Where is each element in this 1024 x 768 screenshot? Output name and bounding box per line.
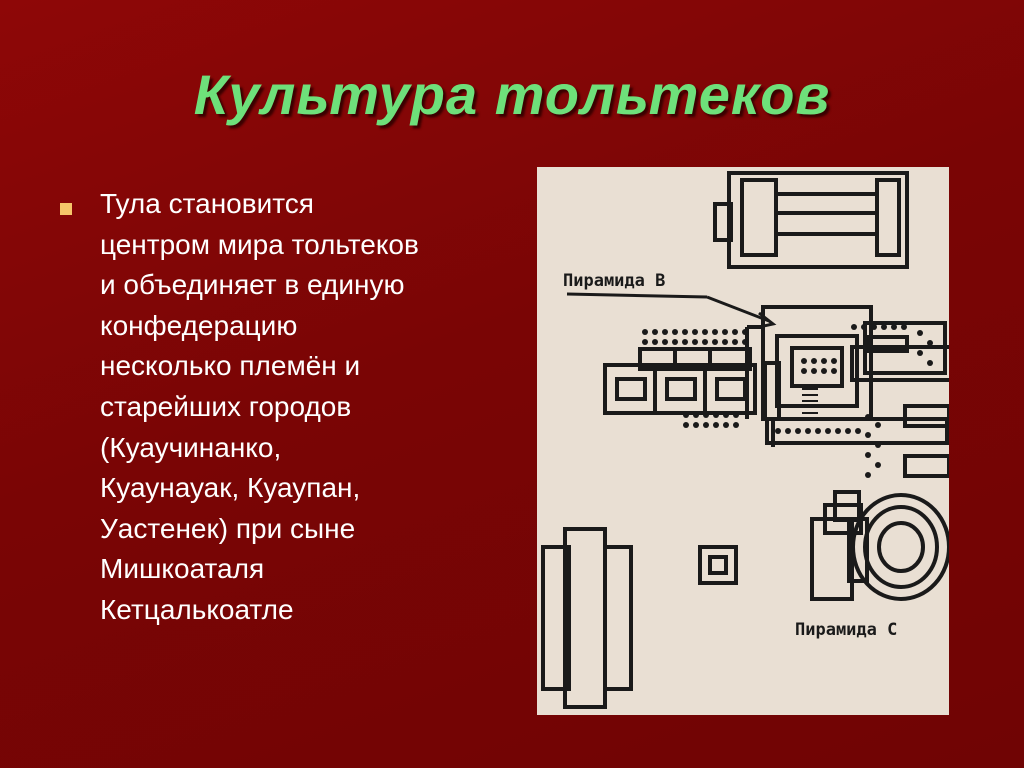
stairs (802, 388, 818, 414)
slide-body: Тула становится центром мира тольтеков и… (60, 184, 500, 631)
slide-title: Культура тольтеков (193, 63, 831, 126)
top-building (713, 171, 909, 269)
site-plan-drawing: Пирамида В (541, 171, 949, 709)
pyramid-b-label: Пирамида В (563, 271, 665, 291)
pyramid-b-arrow (566, 292, 777, 329)
square-bullet-icon (60, 203, 72, 215)
pyramid-c (810, 493, 949, 601)
bullet-item: Тула становится центром мира тольтеков и… (60, 184, 500, 631)
right-buildings (833, 404, 949, 522)
ball-court (541, 527, 633, 709)
pyramid-c-label: Пирамида С (795, 620, 897, 640)
left-building-row (603, 347, 781, 421)
dot-patterns (642, 324, 933, 478)
small-square (698, 545, 738, 585)
bullet-text: Тула становится центром мира тольтеков и… (100, 188, 419, 625)
tula-site-map: Пирамида В (537, 167, 949, 715)
